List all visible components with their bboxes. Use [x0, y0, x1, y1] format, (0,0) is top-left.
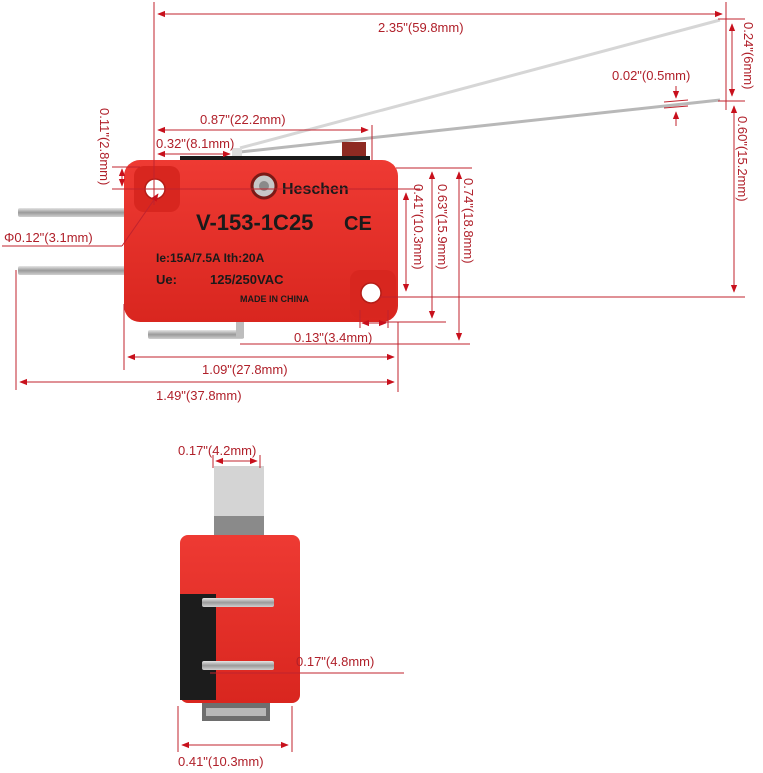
side-black-base [180, 594, 216, 700]
side-terminal-top [202, 598, 274, 607]
terminal-bottom [148, 330, 244, 339]
dim-side-lever-width: 0.17"(4.2mm) [178, 443, 256, 458]
dim-side-body-width: 0.41"(10.3mm) [178, 754, 264, 769]
voltage-rating: 125/250VAC [210, 272, 284, 287]
terminal-bottom-bend [236, 318, 244, 338]
dim-body-length: 1.09"(27.8mm) [202, 362, 288, 377]
dim-hole-spacing-vertical: 0.41"(10.3mm) [411, 184, 426, 270]
front-view: Heschen V-153-1C25 CE Ie:15A/7.5A Ith:20… [2, 2, 756, 403]
dim-overall-lever-length: 2.35"(59.8mm) [378, 20, 464, 35]
side-view: 0.17"(4.2mm) 0.17"(4.8mm) 0.41"(10.3mm) [177, 443, 404, 769]
lever-arm-lower [239, 98, 721, 154]
side-lever-base [214, 516, 264, 538]
ce-mark: CE [344, 213, 372, 235]
dim-total-length: 1.49"(37.8mm) [156, 388, 242, 403]
dim-hole-diameter: Φ0.12"(3.1mm) [4, 230, 93, 245]
dim-hole-from-top: 0.11"(2.8mm) [97, 108, 112, 185]
dim-side-terminal-width: 0.17"(4.8mm) [296, 654, 374, 669]
terminal-top [18, 208, 128, 217]
dim-hole-from-side: 0.13"(3.4mm) [294, 330, 372, 345]
dim-lever-to-hole-height: 0.60"(15.2mm) [735, 116, 750, 202]
current-rating: Ie:15A/7.5A Ith:20A [156, 251, 265, 265]
terminal-middle [18, 266, 128, 275]
dim-total-height: 0.74"(18.8mm) [461, 178, 476, 264]
dim-lever-tip-offset: 0.24"(6mm) [741, 22, 756, 89]
dim-lever-pivot-to-edge: 0.87"(22.2mm) [200, 112, 286, 127]
switch-body [124, 160, 398, 322]
dim-body-height: 0.63"(15.9mm) [435, 184, 450, 270]
mount-hole-right [360, 282, 382, 304]
dim-hole-to-lever-pivot: 0.32"(8.1mm) [156, 136, 234, 151]
side-bottom-terminal-highlight [206, 708, 266, 716]
voltage-label: Ue: [156, 272, 177, 287]
side-terminal-bottom [202, 661, 274, 670]
model-label: V-153-1C25 [196, 210, 313, 235]
dim-lever-thickness: 0.02"(0.5mm) [612, 68, 690, 83]
origin-label: MADE IN CHINA [240, 294, 309, 304]
lever-arm-upper [239, 18, 721, 150]
